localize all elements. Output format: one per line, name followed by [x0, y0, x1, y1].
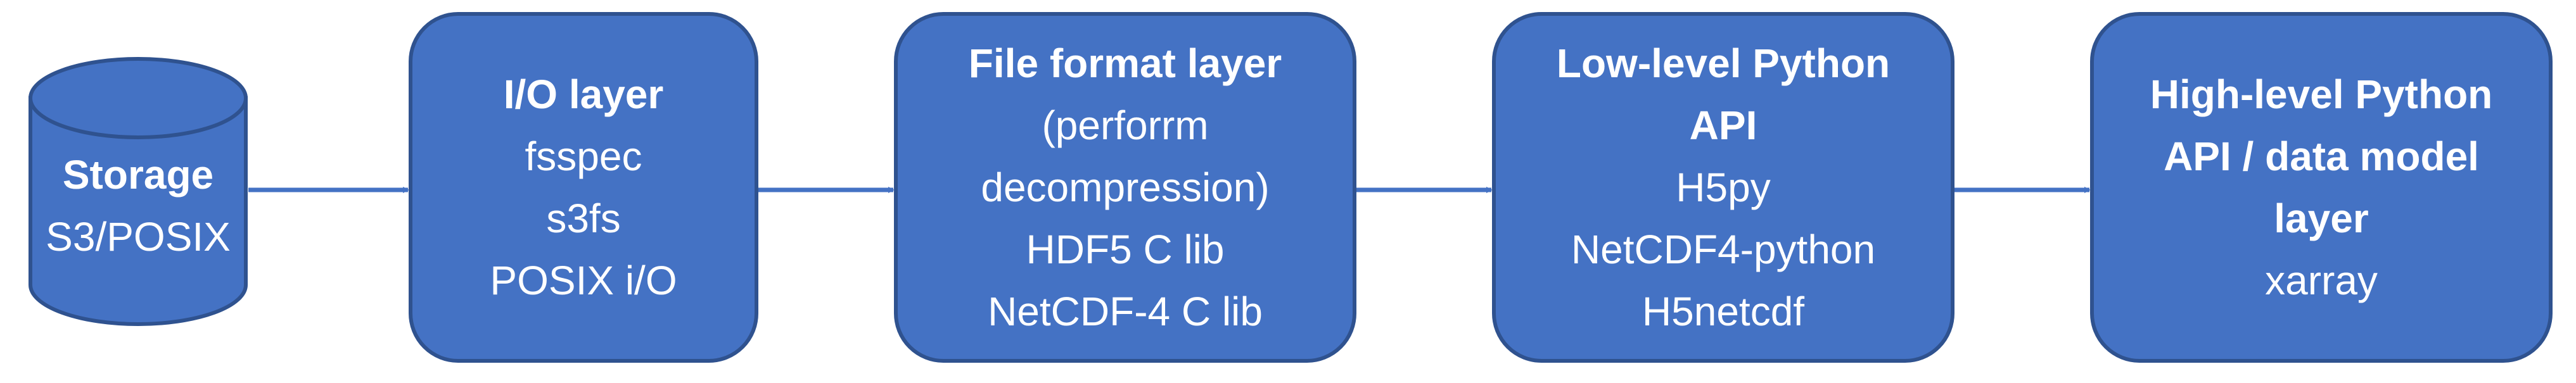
low-level-api-title: Low-level Python: [1556, 41, 1891, 86]
file-format-layer-line: (perforrm: [1042, 103, 1209, 148]
file-format-layer-line: NetCDF-4 C lib: [988, 289, 1263, 334]
high-level-api-title: High-level Python: [2150, 72, 2493, 117]
file-format-layer-line: HDF5 C lib: [1026, 227, 1225, 272]
file-format-layer-label: File format layer (perforrm decompressio…: [896, 14, 1355, 361]
io-layer-line: s3fs: [546, 196, 621, 241]
low-level-api-line: H5py: [1676, 165, 1771, 210]
high-level-api-title: layer: [2274, 196, 2369, 241]
io-layer-title: I/O layer: [503, 72, 664, 117]
low-level-api-line: NetCDF4-python: [1571, 227, 1876, 272]
io-layer-box: [409, 12, 758, 363]
io-layer-line: fsspec: [525, 134, 642, 179]
storage-line: S3/POSIX: [46, 214, 231, 260]
file-format-layer-title: File format layer: [968, 41, 1282, 86]
high-level-api-title: API / data model: [2164, 134, 2479, 179]
high-level-api-box: [2090, 12, 2553, 363]
file-format-layer-box: [894, 12, 1356, 363]
io-layer-label: I/O layer fsspec s3fs POSIX i/O: [411, 14, 756, 361]
high-level-api-label: High-level Python API / data model layer…: [2092, 14, 2551, 361]
io-layer-line: POSIX i/O: [490, 258, 677, 303]
low-level-api-title: API: [1689, 103, 1757, 148]
low-level-api-label: Low-level Python API H5py NetCDF4-python…: [1494, 14, 1953, 361]
high-level-api-line: xarray: [2265, 258, 2378, 303]
storage-title: Storage: [62, 152, 214, 198]
storage-cylinder: [29, 57, 248, 326]
storage-label: Storage S3/POSIX: [30, 127, 246, 285]
file-format-layer-line: decompression): [981, 165, 1270, 210]
low-level-api-box: [1492, 12, 1954, 363]
low-level-api-line: H5netcdf: [1642, 289, 1805, 334]
